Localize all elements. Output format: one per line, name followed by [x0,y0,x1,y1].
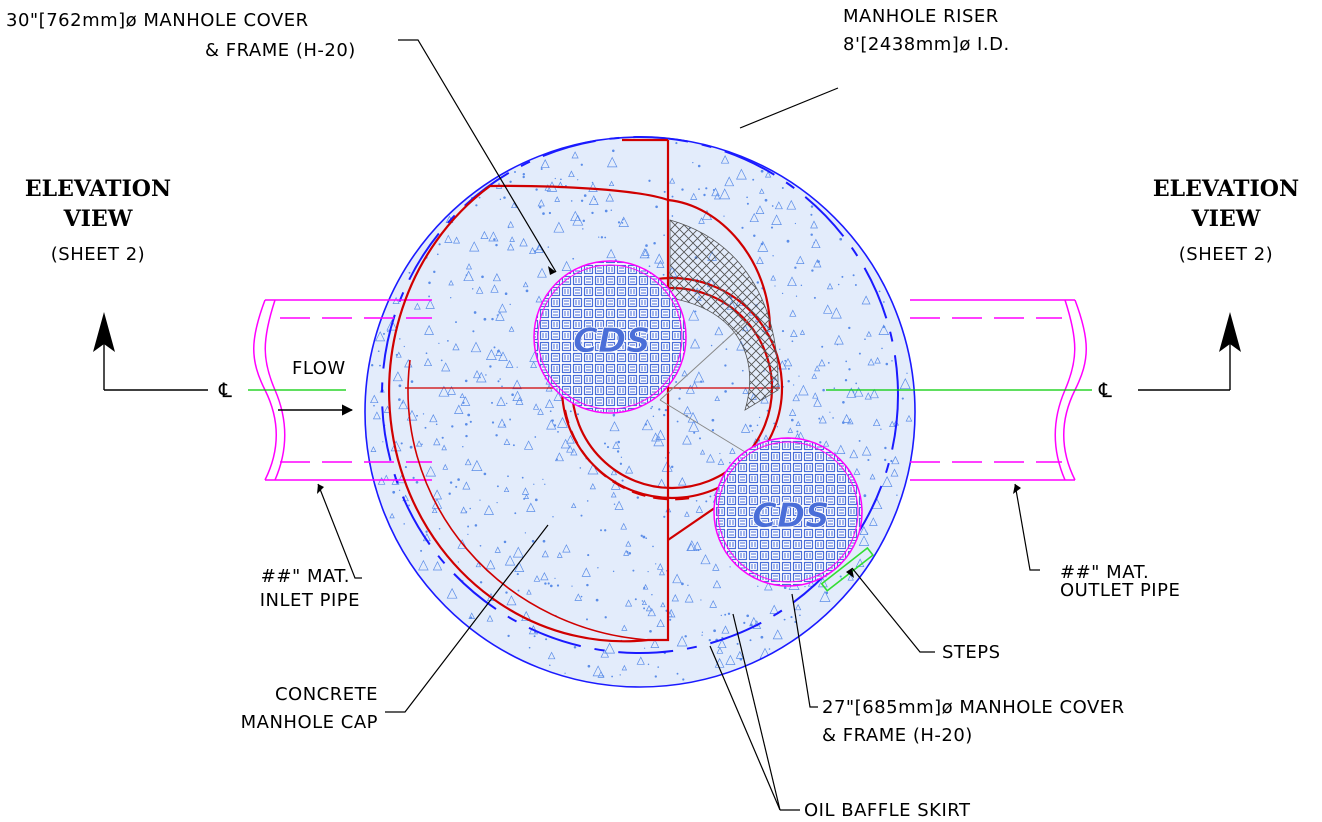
elevation-view-right-line2: VIEW [1191,206,1261,232]
manhole-cover-30: CDS [533,260,687,414]
manhole-cover-27: CDS [713,437,863,587]
elevation-view-right-line1: ELEVATION [1153,176,1299,202]
elevation-view-left-line1: ELEVATION [25,176,171,202]
cap-label-line2: MANHOLE CAP [241,712,378,733]
centerline-symbol-left: ℄ [218,378,232,402]
leader-lines [317,39,1040,811]
cover-30-label-line1: 30"[762mm]ø MANHOLE COVER [6,10,309,31]
cover-27-label-line1: 27"[685mm]ø MANHOLE COVER [822,697,1125,718]
elevation-view-left-line3: (SHEET 2) [51,244,145,265]
cds-logo-text: CDS [752,496,830,536]
outlet-label-line2: OUTLET PIPE [1060,580,1180,601]
section-cut-left [93,312,208,391]
inlet-label-line2: INLET PIPE [260,590,360,611]
inlet-pipe [253,299,432,481]
riser-label-line2: 8'[2438mm]ø I.D. [843,34,1010,55]
inlet-label-line1: ##" MAT. [261,566,350,587]
cap-label-line1: CONCRETE [275,684,378,705]
steps-label: STEPS [942,642,1001,663]
riser-label-line1: MANHOLE RISER [843,6,999,27]
section-cut-right [1138,312,1241,391]
manhole-riser [364,136,916,688]
cover-27-label-line2: & FRAME (H-20) [822,725,973,746]
cds-logo-text: CDS [573,321,651,361]
elevation-view-right-line3: (SHEET 2) [1179,244,1273,265]
flow-label: FLOW [292,358,346,379]
separation-screen [669,219,779,411]
oil-baffle-skirt-outline [381,136,899,654]
oil-baffle-skirt-label: OIL BAFFLE SKIRT [804,800,971,821]
outlet-label-line1: ##" MAT. [1060,562,1149,583]
elevation-view-left-line2: VIEW [63,206,133,232]
cover-30-label-line2: & FRAME (H-20) [205,40,356,61]
centerline-symbol-right: ℄ [1098,378,1112,402]
